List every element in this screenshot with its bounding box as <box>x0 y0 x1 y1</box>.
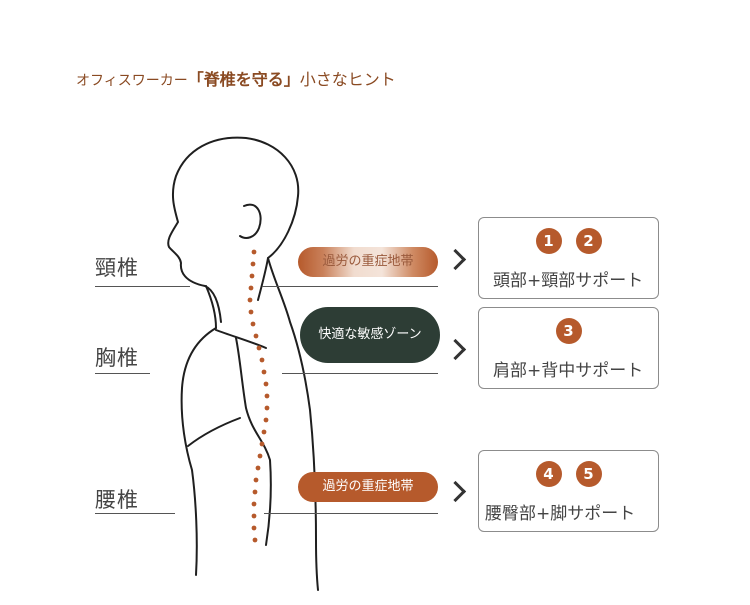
title-suffix: 小さなヒント <box>299 70 396 89</box>
number-badge: 5 <box>575 461 602 487</box>
support-label-cervical: 頭部+頸部サポート <box>493 271 644 291</box>
ear-outline <box>239 203 262 239</box>
number-badge: 3 <box>555 318 582 344</box>
page-title: オフィスワーカー「脊椎を守る」小さなヒント <box>76 66 396 90</box>
section-label-thoracic: 胸椎 <box>95 346 139 370</box>
tag-thoracic: 快適な敏感ゾーン <box>300 307 440 363</box>
number-badge: 4 <box>535 461 562 487</box>
support-label-lumbar: 腰臀部+脚サポート <box>485 504 636 524</box>
jaw-outline <box>205 285 217 329</box>
section-underline-lumbar <box>95 513 175 514</box>
head-outline <box>167 136 300 323</box>
connector-line-lumbar <box>264 513 438 514</box>
section-underline-cervical <box>95 286 190 287</box>
badge-group-thoracic: 3 <box>479 318 658 344</box>
number-badge: 2 <box>575 228 602 254</box>
section-label-lumbar: 腰椎 <box>95 488 139 512</box>
chest-outline <box>180 327 217 576</box>
title-prefix: オフィスワーカー <box>76 73 188 89</box>
title-highlight: 「脊椎を守る」 <box>187 70 300 89</box>
section-underline-thoracic <box>95 373 150 374</box>
connector-line-cervical <box>262 286 438 287</box>
support-box-thoracic: 3 肩部+背中サポート <box>478 307 659 389</box>
connector-line-thoracic <box>282 373 438 374</box>
support-label-thoracic: 肩部+背中サポート <box>493 361 644 381</box>
shoulder-curve <box>215 329 267 349</box>
forearm-outline <box>187 417 241 447</box>
tag-lumbar: 過労の重症地帯 <box>298 472 438 502</box>
back-outline <box>267 257 319 591</box>
spine-dots <box>247 249 270 543</box>
tag-cervical: 過労の重症地帯 <box>298 247 438 277</box>
number-badge: 1 <box>535 228 562 254</box>
section-label-cervical: 頸椎 <box>95 256 139 280</box>
arm-outline <box>235 337 272 546</box>
